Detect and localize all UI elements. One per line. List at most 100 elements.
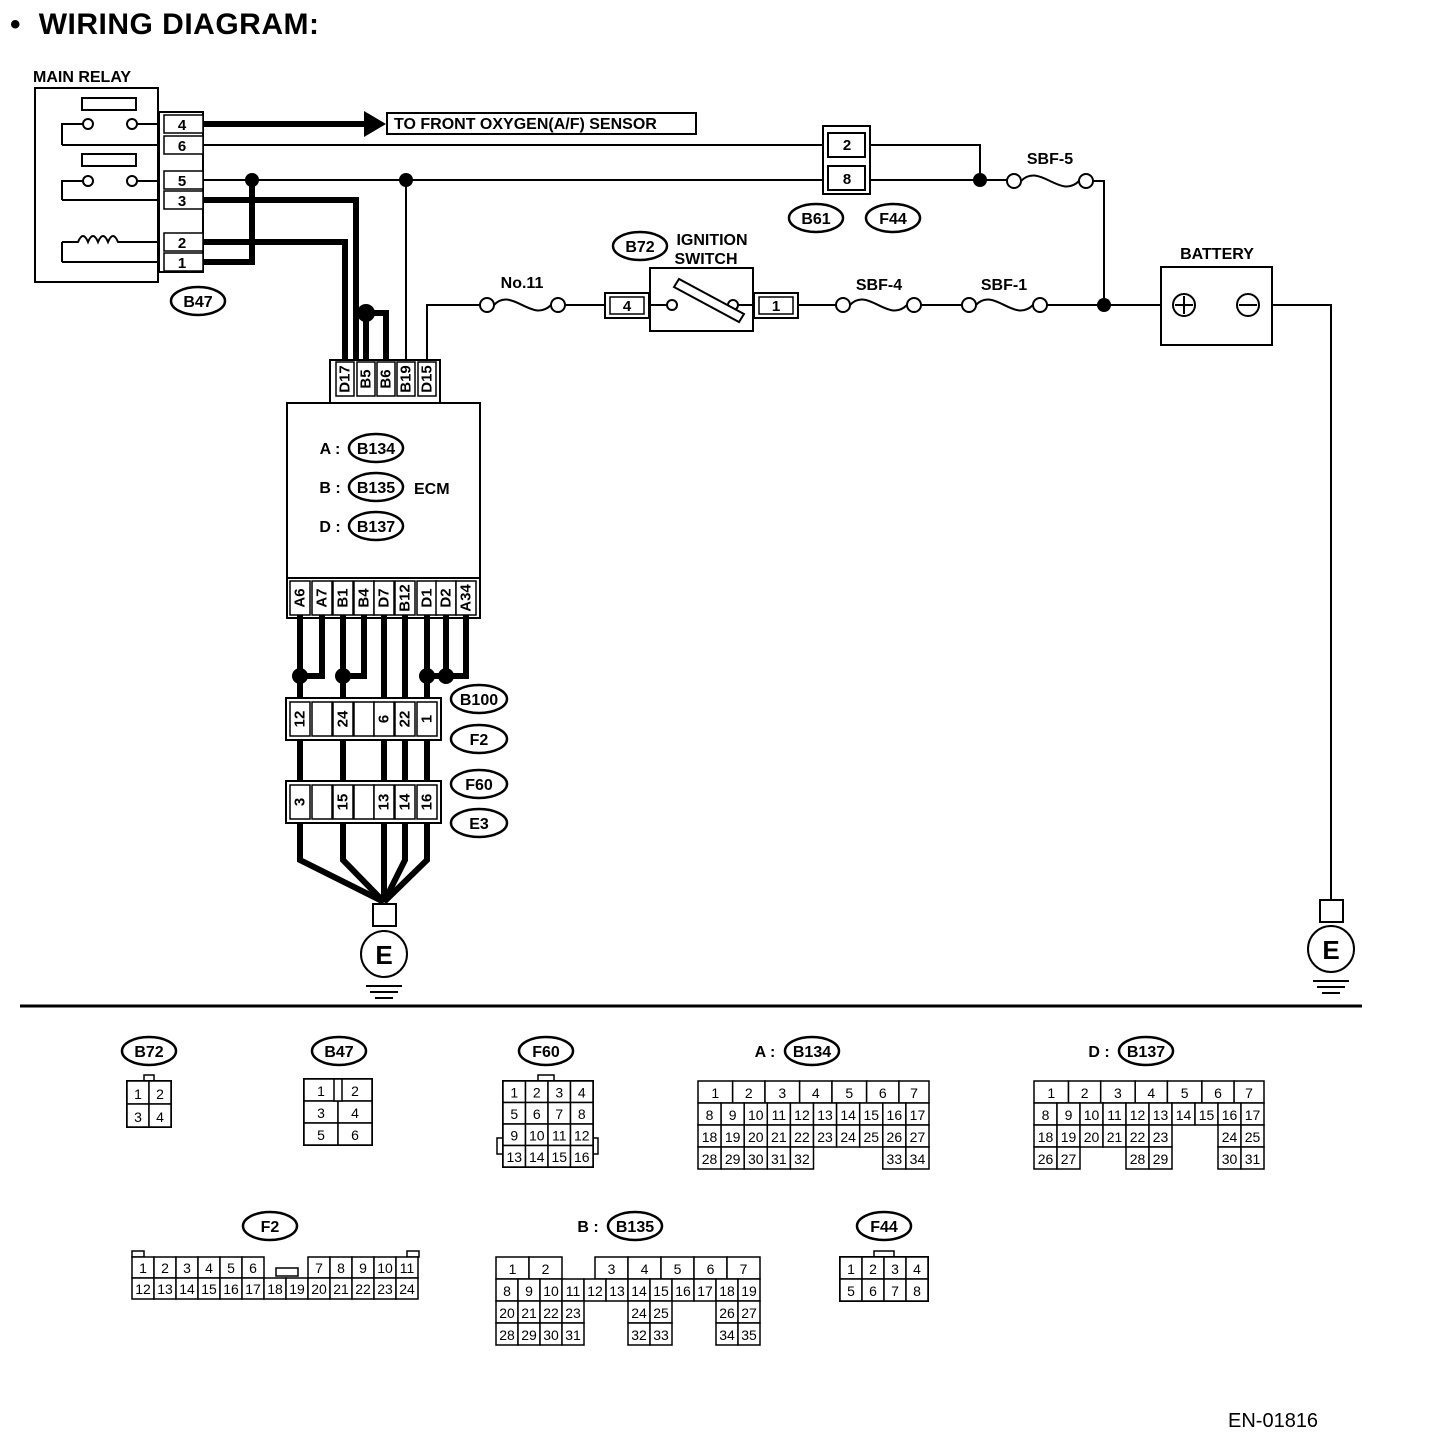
- pin-number: 18: [1038, 1129, 1054, 1145]
- relay-pin: 6: [178, 138, 186, 155]
- switch-terminal: [666, 299, 678, 311]
- f2-view-ellipse: [241, 1210, 299, 1242]
- pin-number: 10: [748, 1107, 764, 1123]
- pin-number: 18: [702, 1129, 718, 1145]
- pin-number: 29: [1153, 1151, 1169, 1167]
- junction-dot: [973, 173, 987, 187]
- e3-label: E3: [469, 816, 489, 833]
- block-pin: 14: [397, 793, 414, 810]
- fuse-terminal: [1032, 297, 1048, 313]
- main-relay-label: MAIN RELAY: [33, 69, 131, 86]
- ground-label: E: [1322, 935, 1339, 965]
- pin-number: 22: [355, 1281, 371, 1297]
- ecm-connector-ellipse: [347, 471, 405, 503]
- block-pin: 13: [376, 794, 393, 811]
- b135-view-label: B135: [616, 1219, 654, 1236]
- page-title: • WIRING DIAGRAM:: [10, 8, 320, 41]
- block-pin-cell: [394, 701, 416, 737]
- ground-battery: E: [1307, 899, 1355, 994]
- b47-ellipse: [169, 285, 227, 317]
- pin-number: 20: [748, 1129, 764, 1145]
- pin-number: 17: [697, 1283, 713, 1299]
- pin-number: 27: [1061, 1151, 1077, 1167]
- ecm-bottom-pin: A7: [314, 588, 331, 607]
- pin-number: 27: [910, 1129, 926, 1145]
- pin-number: 4: [351, 1105, 359, 1121]
- relay-switch-wire: [61, 180, 88, 200]
- f60-view-ellipse: [517, 1035, 575, 1067]
- fuse-terminal: [906, 297, 922, 313]
- pin-number: 13: [157, 1281, 173, 1297]
- pin-number: 1: [317, 1083, 325, 1099]
- wire-battery-ground: [1272, 304, 1332, 900]
- block-pin: 16: [419, 794, 436, 811]
- key-notch: [131, 1250, 145, 1258]
- b134-view-prefix: A :: [755, 1044, 776, 1061]
- pin-number: 4: [812, 1085, 820, 1101]
- pin-cell: [1056, 1146, 1081, 1170]
- pin-number: 6: [707, 1261, 715, 1277]
- pin-number: 16: [675, 1283, 691, 1299]
- b135-view-prefix: B :: [577, 1219, 598, 1236]
- pin-number: 35: [741, 1327, 757, 1343]
- pin-number: 20: [311, 1281, 327, 1297]
- sensor-label-box: [386, 112, 697, 135]
- block-pin-cell: [289, 784, 311, 820]
- f2-view-label: F2: [261, 1219, 280, 1236]
- fuse-icon: [975, 298, 1034, 312]
- b61-pin: 8: [843, 171, 851, 188]
- pin-cell: [905, 1278, 929, 1302]
- pin-number: 4: [913, 1261, 921, 1277]
- pin-number: 24: [631, 1305, 647, 1321]
- pin-number: 26: [1038, 1151, 1054, 1167]
- pin-number: 2: [161, 1260, 169, 1276]
- pin-number: 7: [740, 1261, 748, 1277]
- fuse-icon: [849, 298, 908, 312]
- pin-number: 5: [317, 1127, 325, 1143]
- relay-pin: 1: [178, 255, 186, 272]
- pin-number: 13: [506, 1149, 522, 1165]
- pin-number: 7: [910, 1085, 918, 1101]
- diagram-code: EN-01816: [1228, 1410, 1319, 1432]
- ecm-bottom-pin: B12: [397, 584, 414, 612]
- pin-number: 16: [223, 1281, 239, 1297]
- pin-cell: [737, 1322, 761, 1346]
- ignition-label-2: SWITCH: [674, 251, 737, 268]
- pin-number: 4: [205, 1260, 213, 1276]
- block-pin: 24: [335, 710, 352, 727]
- pin-number: 12: [135, 1281, 151, 1297]
- pin-number: 1: [847, 1261, 855, 1277]
- wire-a7: [300, 615, 325, 679]
- relay-pin: 5: [178, 173, 186, 190]
- pin-number: 30: [748, 1151, 764, 1167]
- pin-number: 21: [771, 1129, 787, 1145]
- pin-number: 11: [772, 1107, 787, 1123]
- wire-b61-2: [870, 144, 981, 180]
- page-title-text: WIRING DIAGRAM:: [38, 8, 320, 41]
- wire-b1: [340, 615, 387, 905]
- pin-number: 28: [702, 1151, 718, 1167]
- pin-number: 33: [887, 1151, 903, 1167]
- relay-pin: 3: [178, 193, 186, 210]
- b72-view-label: B72: [134, 1044, 163, 1061]
- pin-number: 10: [1084, 1107, 1100, 1123]
- switch-lever-icon: [672, 277, 746, 324]
- ground-terminal: [372, 903, 397, 927]
- fuse-terminal: [550, 297, 566, 313]
- relay-coil-icon: [62, 235, 165, 245]
- ecm-top-pin: D15: [419, 365, 436, 393]
- pin-number: 22: [794, 1129, 810, 1145]
- block-pin-cell: [311, 784, 333, 820]
- b72-label: B72: [625, 239, 654, 256]
- ecm-top-pin-cell: [356, 361, 376, 397]
- pin-number: 22: [543, 1305, 559, 1321]
- ground-ecm: E: [360, 903, 408, 999]
- pin-number: 16: [1222, 1107, 1238, 1123]
